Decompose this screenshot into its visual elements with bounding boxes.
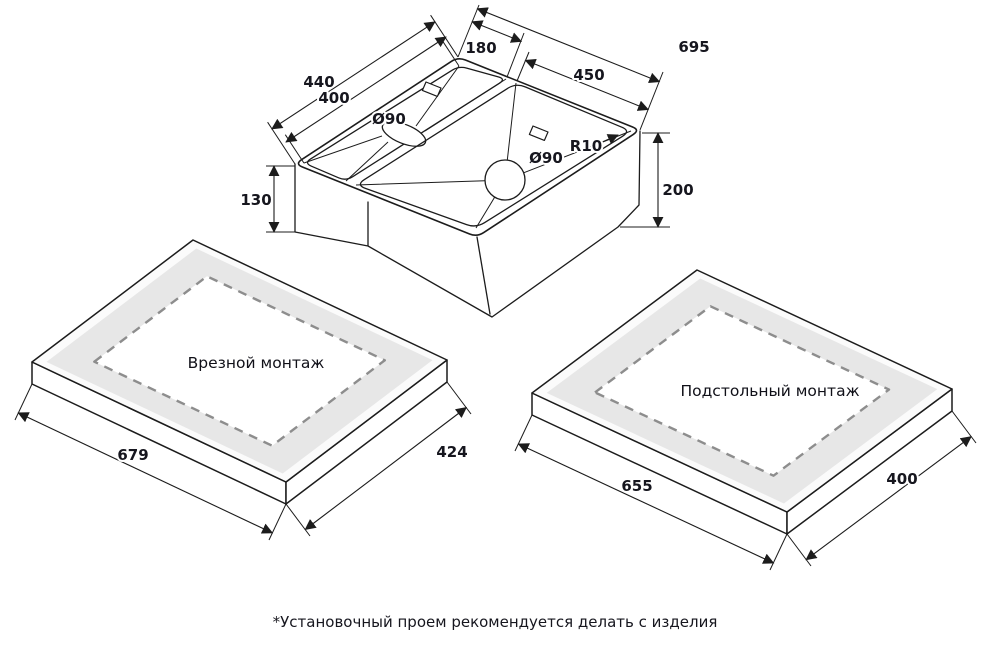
mount-under-length-label: 655 — [621, 477, 652, 495]
ext-line — [268, 503, 287, 541]
dim-line — [17, 412, 274, 534]
ext-line — [284, 134, 305, 164]
dim-line — [517, 443, 775, 564]
mount-inset-width-label: 424 — [436, 443, 467, 461]
dim-130: 130 — [238, 165, 295, 233]
sink-dim-200-label: 200 — [662, 181, 693, 199]
dim-line — [304, 406, 468, 531]
dim-180: 180 — [463, 20, 525, 78]
dim-line — [476, 7, 661, 84]
ext-line — [446, 381, 472, 415]
sink-drawing: 695 180 450 440 400 — [238, 4, 712, 318]
ext-line — [285, 503, 311, 537]
r10-leader-line — [599, 134, 619, 145]
sink-dim-450-label: 450 — [573, 66, 604, 84]
dim-655: 655 — [514, 414, 788, 571]
ext-line — [516, 51, 530, 82]
mount-inset-label: Врезной монтаж — [188, 354, 325, 372]
dim-200: 200 — [620, 132, 696, 228]
dim-424: 424 — [285, 381, 472, 537]
ext-line — [639, 71, 664, 131]
sink-radius-label: R10 — [570, 137, 602, 155]
dim-line — [471, 20, 523, 43]
faucet-hole-right — [528, 125, 549, 141]
sink-drain-left-label: Ø90 — [372, 110, 406, 128]
bowl-right-diagonals — [355, 82, 632, 229]
sink-dim-180-label: 180 — [465, 39, 496, 57]
dim-line — [524, 58, 650, 111]
ext-line — [514, 414, 533, 452]
mount-inset-drawing: Врезной монтаж 679 424 — [14, 239, 472, 541]
ext-line — [457, 4, 480, 58]
dim-679: 679 — [14, 383, 287, 541]
sink-drain-right-label: Ø90 — [529, 149, 563, 167]
ext-line — [14, 383, 33, 421]
mount-under-drawing: Подстольный монтаж 655 400 — [514, 269, 977, 571]
dim-400-under: 400 — [786, 410, 977, 567]
sink-body-edges — [294, 130, 641, 318]
dim-r10: R10 — [568, 134, 619, 157]
ext-line — [430, 14, 459, 58]
dim-450: 450 — [516, 51, 650, 111]
sink-dim-695-label: 695 — [678, 38, 709, 56]
dim-400: 400 — [284, 36, 460, 164]
dim-line — [805, 436, 972, 561]
ext-line — [769, 533, 788, 571]
ext-line — [786, 533, 812, 567]
drain-right-circle — [484, 159, 526, 201]
dim-line — [285, 36, 447, 143]
sink-dim-130-label: 130 — [240, 191, 271, 209]
mount-under-width-label: 400 — [886, 470, 917, 488]
sink-dim-400-label: 400 — [318, 89, 349, 107]
mount-under-label: Подстольный монтаж — [680, 382, 859, 400]
mount-inset-length-label: 679 — [117, 446, 148, 464]
footnote-text: *Установочный проем рекомендуется делать… — [273, 613, 718, 631]
ext-line — [951, 410, 977, 444]
